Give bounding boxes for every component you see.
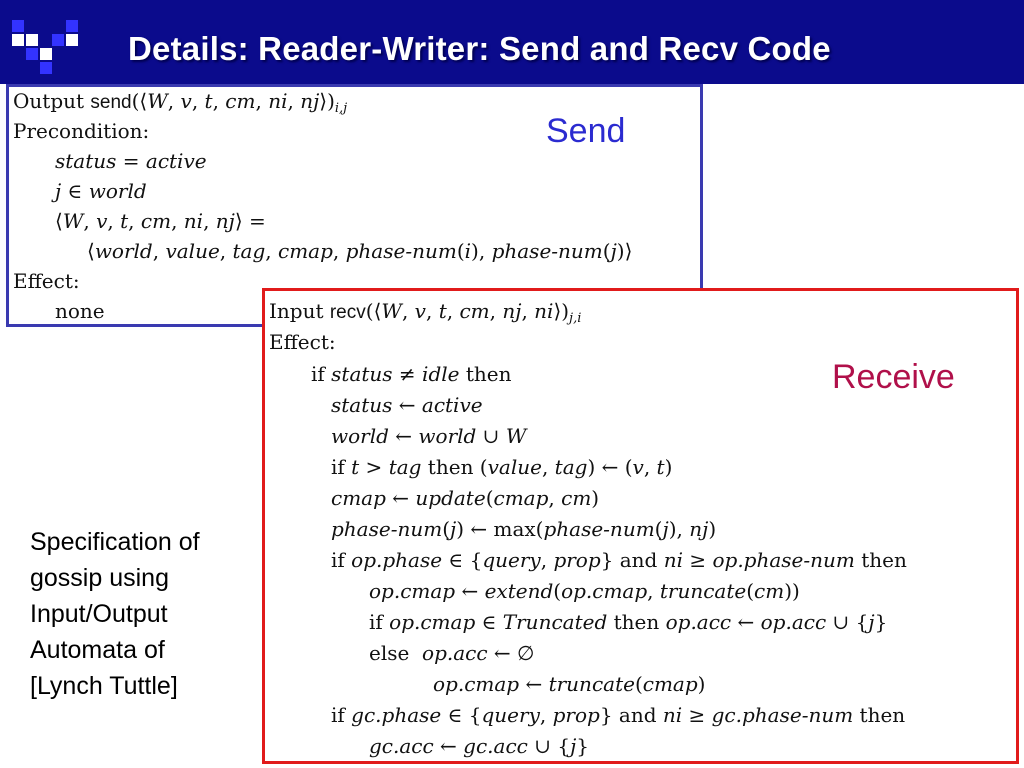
slide-title: Details: Reader-Writer: Send and Recv Co… bbox=[128, 30, 831, 67]
send-line: status = active bbox=[55, 149, 207, 173]
recv-line: Effect: bbox=[269, 330, 336, 354]
caption-line: Input/Output bbox=[30, 600, 168, 628]
caption-line: [Lynch Tuttle] bbox=[30, 672, 178, 700]
send-code-box: Output send(⟨W, v, t, cm, ni, nj⟩)i,j Pr… bbox=[6, 84, 703, 327]
caption-line: gossip using bbox=[30, 564, 169, 592]
recv-line: op.cmap ← extend(op.cmap, truncate(cm)) bbox=[369, 579, 800, 603]
send-line: none bbox=[55, 299, 105, 323]
recv-line: cmap ← update(cmap, cm) bbox=[331, 486, 600, 510]
caption: Specification of gossip using Input/Outp… bbox=[30, 524, 250, 704]
recv-line: status ← active bbox=[331, 393, 483, 417]
recv-line: else op.acc ← ∅ bbox=[369, 641, 535, 665]
send-line: ⟨world, value, tag, cmap, phase-num(i), … bbox=[87, 239, 633, 263]
caption-line: Specification of bbox=[30, 528, 200, 556]
recv-line: if op.phase ∈ {query, prop} and ni ≥ op.… bbox=[331, 548, 907, 572]
recv-line: op.cmap ← truncate(cmap) bbox=[433, 672, 706, 696]
send-line-signature: Output send(⟨W, v, t, cm, ni, nj⟩)i,j bbox=[13, 89, 348, 116]
recv-line: phase-num(j) ← max(phase-num(j), nj) bbox=[331, 517, 717, 541]
send-label: Send bbox=[546, 112, 626, 150]
receive-code-box: Input recv(⟨W, v, t, cm, nj, ni⟩)j,i Eff… bbox=[262, 288, 1019, 764]
recv-line: world ← world ∪ W bbox=[331, 424, 527, 448]
recv-line-signature: Input recv(⟨W, v, t, cm, nj, ni⟩)j,i bbox=[269, 299, 582, 326]
send-line: Precondition: bbox=[13, 119, 150, 143]
send-line: Effect: bbox=[13, 269, 80, 293]
send-line: ⟨W, v, t, cm, ni, nj⟩ = bbox=[55, 209, 266, 233]
recv-line: if op.cmap ∈ Truncated then op.acc ← op.… bbox=[369, 610, 888, 634]
title-bar: Details: Reader-Writer: Send and Recv Co… bbox=[0, 0, 1024, 84]
send-line: j ∈ world bbox=[55, 179, 147, 203]
recv-line: if gc.phase ∈ {query, prop} and ni ≥ gc.… bbox=[331, 703, 906, 727]
logo-icon bbox=[12, 14, 82, 76]
recv-line: if status ≠ idle then bbox=[311, 362, 512, 386]
recv-line: if t > tag then (value, tag) ← (v, t) bbox=[331, 455, 673, 479]
caption-line: Automata of bbox=[30, 636, 165, 664]
receive-label: Receive bbox=[832, 358, 955, 396]
recv-line: gc.acc ← gc.acc ∪ {j} bbox=[369, 734, 589, 758]
